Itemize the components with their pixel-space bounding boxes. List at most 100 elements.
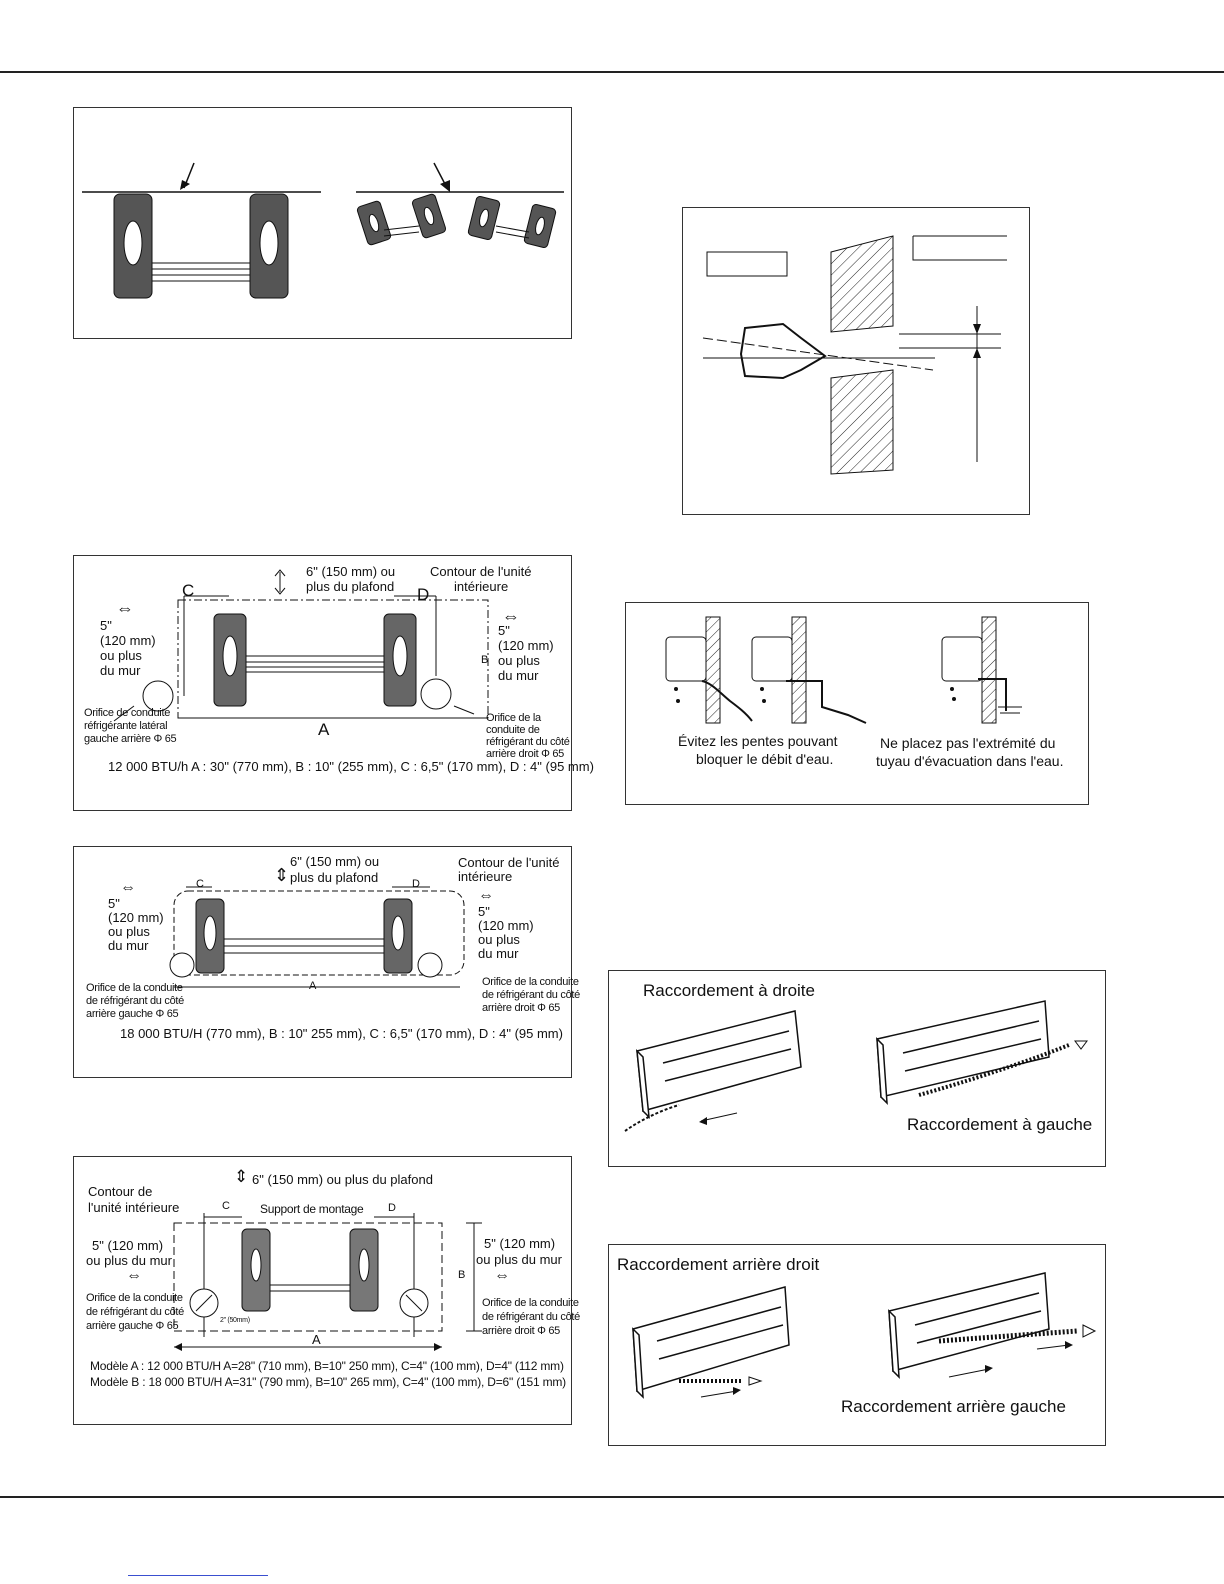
orifice-left-2: de réfrigérant du côté <box>86 995 184 1007</box>
dim-a-label: A <box>318 720 330 739</box>
model-a-spec: Modèle A : 12 000 BTU/H A=28" (710 mm), … <box>90 1359 564 1373</box>
orifice-left-2: réfrigérante latéral <box>84 720 168 732</box>
orifice-left-3: arrière gauche Φ 65 <box>86 1320 179 1332</box>
footer-rule <box>0 1496 1224 1498</box>
orifice-right-3: arrière droit Φ 65 <box>482 1002 560 1014</box>
left-clearance-4: du mur <box>108 938 149 953</box>
right-clearance-1: 5" (120 mm) <box>484 1236 556 1251</box>
orifice-left-3: arrière gauche Φ 65 <box>86 1008 179 1020</box>
dim-top-label: 6" (150 mm) ou plus du plafond <box>252 1172 433 1187</box>
figure-connection-side: Raccordement à droite Raccordement à gau… <box>608 970 1106 1167</box>
figure-caption: 12 000 BTU/h A : 30" (770 mm), B : 10" (… <box>108 759 594 774</box>
dim-a-label: A <box>309 980 317 992</box>
right-clearance-2: (120 mm) <box>478 918 534 933</box>
mounting-plate-level-drawing <box>82 162 564 299</box>
left-arrow-icon: ⇔ <box>116 598 134 618</box>
dim-c-label: C <box>196 878 204 890</box>
dim-d-label: D <box>417 585 430 604</box>
dim-small-label: 2" (50mm) <box>220 1317 250 1324</box>
left-clearance-4: du mur <box>100 663 141 678</box>
orifice-right-2: conduite de <box>486 724 540 736</box>
orifice-left-1: Orifice de la conduite <box>86 1292 183 1304</box>
dim-top-arrow-icon: ⇕ <box>274 865 290 885</box>
connection-side-drawing <box>624 1000 1088 1132</box>
dim-b-label: B <box>481 654 489 666</box>
dim-top-label-2: plus du plafond <box>290 870 379 885</box>
connection-right-label: Raccordement à droite <box>643 981 815 1000</box>
connection-rear-right-label: Raccordement arrière droit <box>617 1255 820 1274</box>
drain-warning-water-1: Ne placez pas l'extrémité du <box>880 735 1056 751</box>
dim-a-label: A <box>312 1332 321 1347</box>
dim-top-arrow-icon: ⇕ <box>234 1167 249 1186</box>
right-arrow-icon: ⇔ <box>478 887 494 904</box>
dim-top-label: 6" (150 mm) ou <box>290 854 380 869</box>
left-clearance-2: (120 mm) <box>108 910 164 925</box>
contour-label: Contour de <box>88 1184 153 1199</box>
orifice-right-2: de réfrigérant du côté <box>482 989 580 1001</box>
right-clearance-1: 5" <box>498 623 510 638</box>
contour-label: Contour de l'unité <box>430 564 532 579</box>
dim-c-label: C <box>182 581 195 600</box>
left-clearance-1: 5" (120 mm) <box>92 1238 164 1253</box>
drain-warning-water-2: tuyau d'évacuation dans l'eau. <box>876 753 1064 769</box>
left-clearance-1: 5" <box>100 618 112 633</box>
orifice-left-1: Orifice de la conduite <box>86 982 183 994</box>
header-rule <box>0 71 1224 73</box>
dim-d-label: D <box>388 1202 396 1214</box>
drain-pipe-drawing <box>665 616 1022 724</box>
orifice-right-3: réfrigérant du côté <box>486 736 570 748</box>
wall-hole-drawing <box>702 235 1007 475</box>
drain-warning-slope-2: bloquer le débit d'eau. <box>696 751 834 767</box>
support-label: Support de montage <box>260 1202 364 1216</box>
left-clearance-2: ou plus du mur <box>86 1253 172 1268</box>
left-arrow-icon: ⇔ <box>126 1267 142 1284</box>
right-arrow-icon: ⇔ <box>494 1267 510 1284</box>
figure-connection-rear: Raccordement arrière droit Raccordement … <box>608 1244 1106 1446</box>
dim-top-label: 6" (150 mm) ou <box>306 564 396 579</box>
connection-left-label: Raccordement à gauche <box>907 1115 1093 1134</box>
orifice-right-4: arrière droit Φ 65 <box>486 748 564 760</box>
model-b-spec: Modèle B : 18 000 BTU/H A=31" (790 mm), … <box>90 1375 566 1389</box>
orifice-left-2: de réfrigérant du côté <box>86 1306 184 1318</box>
drain-warning-slope-1: Évitez les pentes pouvant <box>678 733 838 749</box>
figure-mounting-plate-level <box>73 107 572 339</box>
mounting-18000-drawing <box>169 886 465 988</box>
orifice-right-3: arrière droit Φ 65 <box>482 1325 560 1337</box>
right-clearance-3: ou plus <box>498 653 540 668</box>
right-clearance-1: 5" <box>478 904 490 919</box>
left-clearance-2: (120 mm) <box>100 633 156 648</box>
figure-wall-hole <box>682 207 1030 515</box>
left-arrow-icon: ⇔ <box>120 879 136 896</box>
connection-rear-drawing <box>632 1272 1097 1399</box>
dim-b-label: B <box>458 1269 466 1281</box>
right-clearance-2: ou plus du mur <box>476 1252 562 1267</box>
footer-link-underline[interactable] <box>128 1575 268 1576</box>
contour-label-2: intérieure <box>454 579 509 594</box>
right-clearance-3: ou plus <box>478 932 520 947</box>
left-clearance-1: 5" <box>108 896 120 911</box>
figure-drain-pipe: Évitez les pentes pouvant bloquer le déb… <box>625 602 1089 805</box>
contour-label-2: l'unité intérieure <box>88 1200 180 1215</box>
contour-label: Contour de l'unité <box>458 855 560 870</box>
dim-top-label-2: plus du plafond <box>306 579 395 594</box>
orifice-left-3: gauche arrière Φ 65 <box>84 733 177 745</box>
right-clearance-4: du mur <box>478 946 519 961</box>
right-clearance-4: du mur <box>498 668 539 683</box>
right-clearance-2: (120 mm) <box>498 638 554 653</box>
orifice-left-1: Orifice de conduite <box>84 707 171 719</box>
orifice-right-2: de réfrigérant du côté <box>482 1311 580 1323</box>
connection-rear-left-label: Raccordement arrière gauche <box>841 1397 1066 1416</box>
dim-d-label: D <box>412 878 420 890</box>
mounting-12000-drawing <box>113 569 489 722</box>
orifice-right-1: Orifice de la conduite <box>482 976 579 988</box>
left-clearance-3: ou plus <box>100 648 142 663</box>
figure-caption: 18 000 BTU/H (770 mm), B : 10" 255 mm), … <box>120 1026 563 1041</box>
left-clearance-3: ou plus <box>108 924 150 939</box>
orifice-right-1: Orifice de la conduite <box>482 1297 579 1309</box>
figure-mounting-models: ⇕ 6" (150 mm) ou plus du plafond Contour… <box>73 1156 580 1425</box>
orifice-right-1: Orifice de la <box>486 712 541 724</box>
mounting-models-drawing <box>173 1213 482 1351</box>
figure-mounting-12000: 6" (150 mm) ou plus du plafond Contour d… <box>73 555 594 811</box>
figure-mounting-18000: ⇕ 6" (150 mm) ou plus du plafond Contour… <box>73 846 580 1078</box>
dim-c-label: C <box>222 1200 230 1212</box>
